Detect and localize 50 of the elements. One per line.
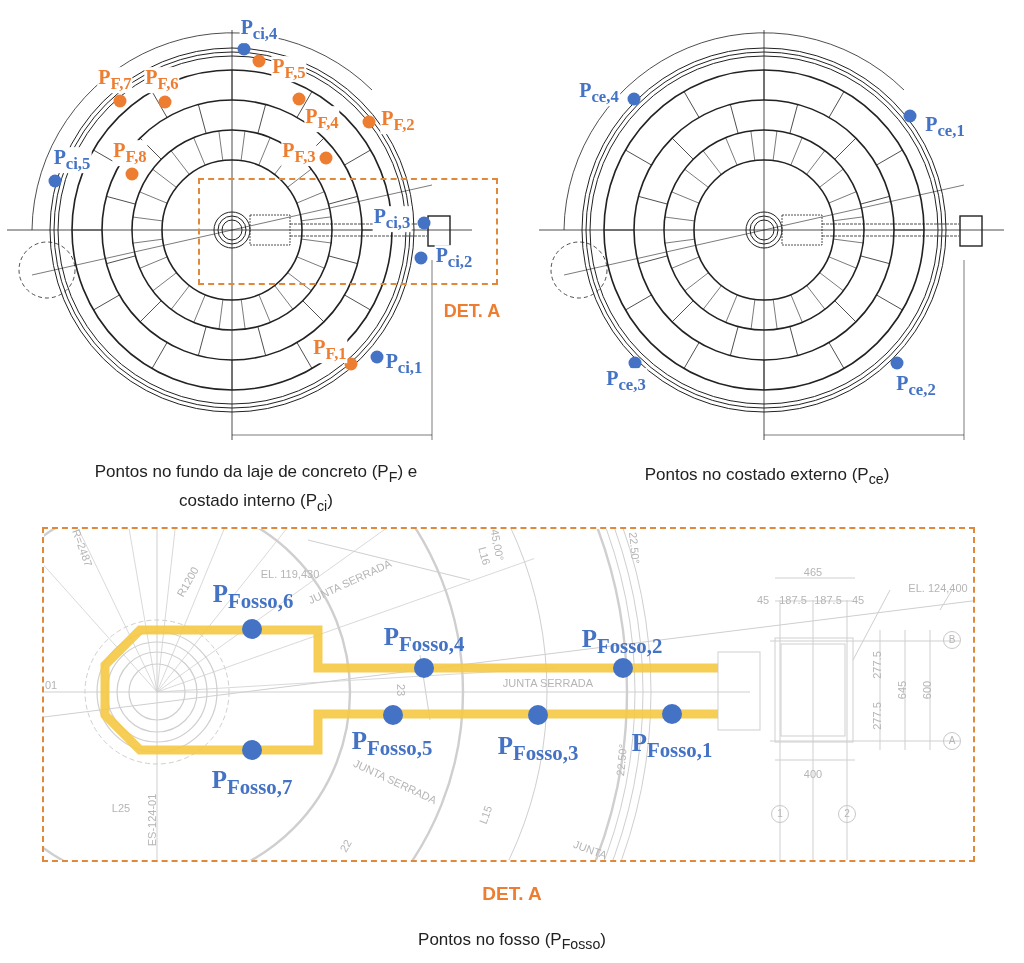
point-label: P$_{Fosso,7}$ <box>210 766 294 798</box>
point-label: P$_{F,7}$ <box>97 67 133 93</box>
detail-label: DET. A <box>482 883 542 903</box>
point-label: P$_{F,3}$ <box>281 140 317 166</box>
dimension-text: L15 <box>477 804 495 826</box>
dimension-text: JUNTA SERRADA <box>502 677 594 689</box>
point-label: P$_{ce,2}$ <box>895 373 937 399</box>
point-label: P$_{F,1}$ <box>312 337 348 363</box>
dimension-text: 23 <box>394 683 406 697</box>
dimension-text: 277.5 <box>871 702 883 730</box>
point-label: P$_{ci,3}$ <box>372 206 412 232</box>
point-label: P$_{ci,4}$ <box>239 17 279 43</box>
dimension-text: 01 <box>44 679 58 691</box>
dimension-text: EL. 124,400 <box>908 582 968 594</box>
dimension-text: ES-124-01 <box>146 793 158 847</box>
dimension-text: L25 <box>111 802 131 814</box>
point-label: P$_{ce,4}$ <box>578 80 620 106</box>
dimension-text: 187.5 <box>814 594 842 606</box>
dimension-text: 45 <box>756 594 770 606</box>
point-label: P$_{ci,1}$ <box>384 351 424 377</box>
dimension-text: 22.50° <box>627 531 641 565</box>
dimension-text: 277.5 <box>871 651 883 679</box>
point-label: P$_{Fosso,2}$ <box>580 625 664 657</box>
point-label: P$_{F,6}$ <box>144 67 180 93</box>
dimension-text: 45 <box>851 594 865 606</box>
caption: Pontos no costado externo (P$_{ce}$) <box>644 463 890 490</box>
dimension-text: 465 <box>803 566 823 578</box>
dimension-text: 400 <box>803 768 823 780</box>
point-label: P$_{F,4}$ <box>304 106 340 132</box>
point-label: P$_{ci,5}$ <box>52 147 92 173</box>
detail-label: DET. A <box>443 302 501 320</box>
point-label: P$_{F,2}$ <box>380 108 416 134</box>
point-label: P$_{Fosso,6}$ <box>211 580 294 612</box>
point-label: P$_{Fosso,3}$ <box>496 732 580 764</box>
dimension-text: 22.50° <box>615 743 629 777</box>
point-label: P$_{F,8}$ <box>112 140 148 166</box>
dimension-text: 600 <box>921 680 933 700</box>
dimension-text: 645 <box>896 680 908 700</box>
point-label: P$_{Fosso,1}$ <box>630 729 714 761</box>
dimension-text: JUNTA <box>571 838 609 862</box>
point-label: P$_{ce,1}$ <box>924 114 966 140</box>
caption: Pontos no fosso (P$_{Fosso}$) <box>418 928 606 955</box>
dimension-text: 22 <box>338 837 354 855</box>
point-label: P$_{Fosso,5}$ <box>350 727 434 759</box>
caption: Pontos no fundo da laje de concreto (P$_{F}$) e costado interno (P$_{ci}$) <box>93 461 419 516</box>
point-label: P$_{Fosso,4}$ <box>382 623 466 655</box>
point-label: P$_{ci,2}$ <box>434 245 474 271</box>
point-label: P$_{F,5}$ <box>271 56 307 82</box>
dimension-text: 187.5 <box>779 594 807 606</box>
point-label: P$_{ce,3}$ <box>605 368 647 394</box>
